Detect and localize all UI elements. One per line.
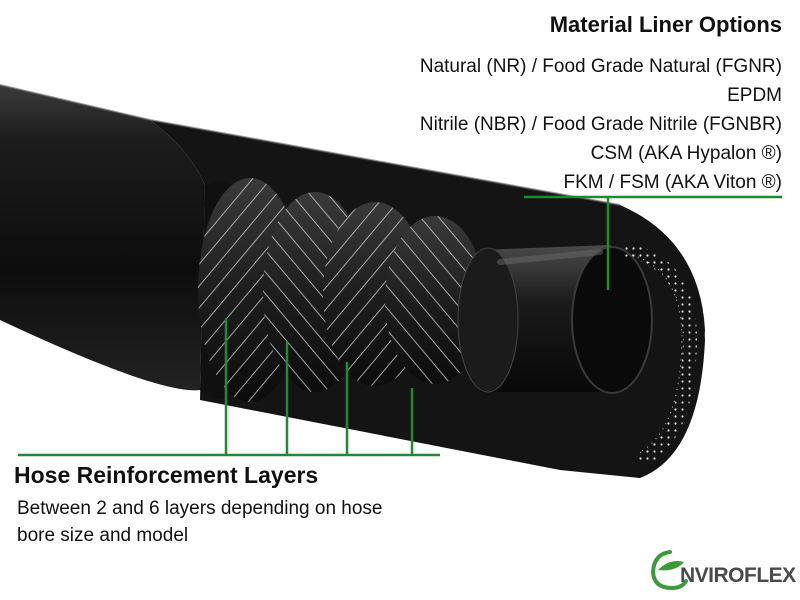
liner-option-nitrile: Nitrile (NBR) / Food Grade Nitrile (FGNB… — [419, 114, 782, 135]
liner-option-fkm: FKM / FSM (AKA Viton ®) — [563, 172, 782, 193]
liner-options-callout: Material Liner Options Natural (NR) / Fo… — [420, 12, 782, 197]
liner-options-title: Material Liner Options — [549, 12, 782, 37]
hose-end-face — [578, 225, 705, 478]
reinforcement-callout: Hose Reinforcement Layers Between 2 and … — [14, 462, 417, 549]
reinforcement-cutaway — [198, 178, 653, 402]
enviroflex-logo: NVIROFLEX — [650, 550, 796, 591]
leaf-e-icon — [650, 550, 688, 591]
reinforcement-description: Between 2 and 6 layers depending on hose… — [17, 498, 383, 546]
logo-wordmark: NVIROFLEX — [680, 564, 796, 587]
reinforcement-title: Hose Reinforcement Layers — [14, 462, 319, 488]
liner-option-natural: Natural (NR) / Food Grade Natural (FGNR) — [419, 56, 782, 77]
inner-liner-tube — [457, 245, 653, 394]
liner-option-epdm: EPDM — [727, 85, 782, 106]
liner-option-csm: CSM (AKA Hypalon ®) — [590, 143, 782, 164]
